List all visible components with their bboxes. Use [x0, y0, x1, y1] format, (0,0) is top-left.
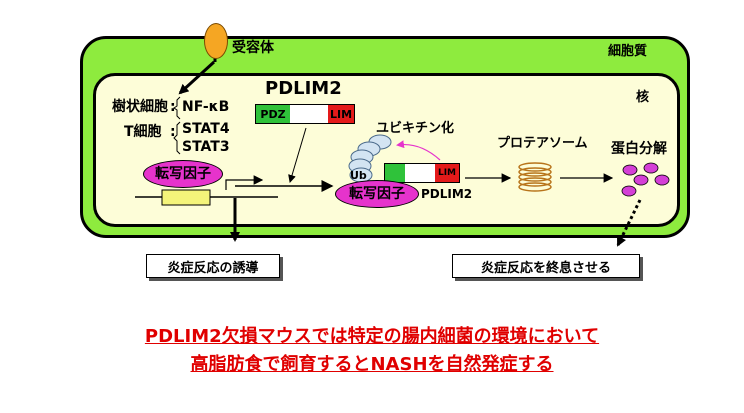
- nfkb-label: NF-κB: [182, 99, 230, 115]
- termination-arrow: [616, 199, 642, 247]
- pdlim2-small-label: PDLIM2: [421, 187, 473, 201]
- dendritic-cell-label: 樹状細胞: [112, 99, 168, 115]
- pdz-domain-bound: [385, 164, 405, 182]
- lim-small-label: LIM: [437, 168, 457, 178]
- transcription-arrow: [225, 175, 264, 190]
- ubiquitination-label: ユビキチン化: [376, 121, 455, 136]
- degradation-label: 蛋白分解: [611, 141, 667, 157]
- caption-line-2: 高脂肪食で飼育するとNASHを自然発症する: [190, 354, 554, 375]
- cytoplasm-label: 細胞質: [608, 44, 648, 59]
- brace-dendritic: [173, 96, 181, 120]
- pdlim2-bound-bar: LIM: [384, 163, 460, 183]
- stat3-label: STAT3: [182, 139, 230, 155]
- receptor-icon: [204, 23, 228, 59]
- brace-tcell: [173, 121, 181, 155]
- proteasome-icon: [518, 162, 552, 192]
- t-cell-label: T細胞: [124, 124, 162, 140]
- ubiquitination-arrow: [396, 140, 441, 161]
- transcription-factor-2: 転写因子: [335, 180, 419, 208]
- colon-2: :: [170, 124, 176, 140]
- tf1-label: 転写因子: [155, 166, 211, 182]
- inflammation-termination-box: 炎症反応を終息させる: [452, 254, 640, 278]
- lim-label: LIM: [329, 107, 353, 121]
- inflammation-induction-box: 炎症反応の誘導: [146, 254, 280, 278]
- pdlim2-arrow: [288, 127, 307, 183]
- degraded-protein-icon: [621, 162, 670, 197]
- colon-1: :: [170, 99, 176, 115]
- pdz-label: PDZ: [260, 107, 286, 121]
- tf2-label: 転写因子: [349, 186, 405, 202]
- receptor-label: 受容体: [232, 40, 274, 56]
- pdz-domain: PDZ: [256, 105, 290, 123]
- stat4-label: STAT4: [182, 121, 230, 137]
- ub-label: Ub: [350, 169, 367, 182]
- pdlim2-title: PDLIM2: [265, 78, 342, 99]
- transcription-factor-1: 転写因子: [143, 160, 223, 188]
- proteasome-label: プロテアソーム: [497, 136, 588, 151]
- caption-line-1: PDLIM2欠損マウスでは特定の腸内細菌の環境において: [144, 326, 600, 347]
- nucleus-label: 核: [636, 90, 650, 105]
- lim-domain-bound: LIM: [435, 164, 459, 182]
- lim-domain: LIM: [328, 105, 354, 123]
- receptor-arrow: [178, 60, 216, 95]
- pdlim2-domain-bar: PDZ LIM: [255, 104, 355, 124]
- gene-box: [161, 189, 211, 206]
